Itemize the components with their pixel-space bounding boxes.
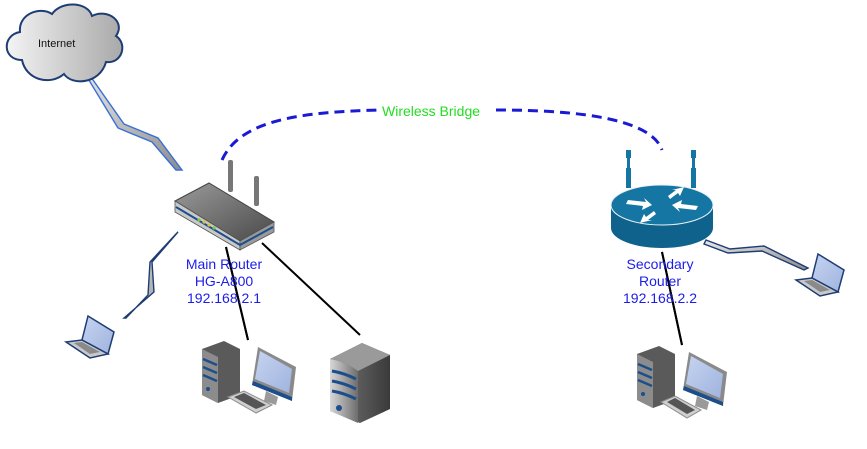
secondary-router-name-line2: Router	[638, 273, 682, 289]
secondary-router-label: Secondary Router 192.168.2.2	[612, 256, 708, 307]
desktop-computer-icon	[637, 346, 727, 419]
wireless-link-right-laptop	[703, 239, 810, 271]
main-router[interactable]	[173, 160, 275, 251]
laptop-right[interactable]	[793, 252, 845, 297]
secondary-router-ip: 192.168.2.2	[623, 290, 697, 306]
desktop-computer-icon	[202, 341, 296, 414]
wireless-bridge-link	[220, 108, 664, 161]
link-main-router-server	[261, 242, 361, 336]
link-secondary-router-desktop-overlay	[661, 251, 683, 346]
server-tower-icon	[330, 343, 390, 423]
main-router-name: Main Router	[185, 256, 263, 272]
cloud-icon	[5, 3, 124, 83]
laptop-left[interactable]	[63, 314, 115, 359]
wireless-link-left-laptop	[122, 231, 179, 319]
wireless-bridge-label: Wireless Bridge	[380, 103, 483, 119]
laptop-icon	[793, 252, 845, 297]
link-main-router-desktop-overlay	[225, 246, 249, 341]
internet-cloud[interactable]	[5, 3, 124, 83]
home-router-icon	[173, 160, 275, 251]
desktop-computer-right[interactable]	[637, 346, 727, 419]
wan-lightning-link	[83, 68, 184, 171]
laptop-icon	[63, 314, 115, 359]
secondary-router-name-line1: Secondary	[626, 256, 694, 272]
main-router-ip: 192.168.2.1	[187, 290, 261, 306]
internet-label: Internet	[38, 38, 76, 50]
main-router-label: Main Router HG-A800 192.168.2.1	[176, 256, 272, 307]
secondary-router[interactable]	[610, 150, 714, 248]
cisco-router-icon	[610, 150, 714, 248]
desktop-computer-left[interactable]	[202, 341, 296, 414]
main-router-model: HG-A800	[194, 273, 254, 289]
server-tower[interactable]	[330, 343, 390, 423]
